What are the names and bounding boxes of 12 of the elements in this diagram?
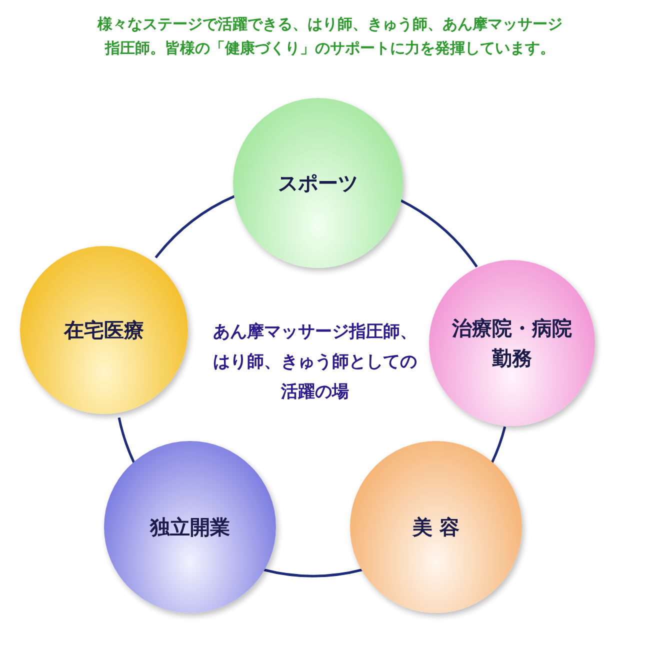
circle-label: 美 容 [411, 514, 460, 541]
center-text: あん摩マッサージ指圧師、はり師、きゅう師としての活躍の場 [212, 321, 418, 404]
circle-label: 独立開業 [148, 514, 231, 541]
ring-connector [154, 195, 236, 258]
ring-connector [118, 417, 136, 464]
circle-label: 治療院・病院勤務 [452, 315, 572, 372]
circle-label: スポーツ [277, 170, 359, 197]
circle-label: 在宅医療 [62, 317, 145, 344]
title-text: 様々なステージで活躍できる、はり師、きゅう師、あん摩マッサージ指圧師。皆様の「健康づくり」のサポートに力を発揮しています。 [96, 14, 564, 59]
ring-connector [263, 568, 363, 578]
ring-connector [400, 199, 478, 268]
ring-connector [490, 426, 506, 464]
